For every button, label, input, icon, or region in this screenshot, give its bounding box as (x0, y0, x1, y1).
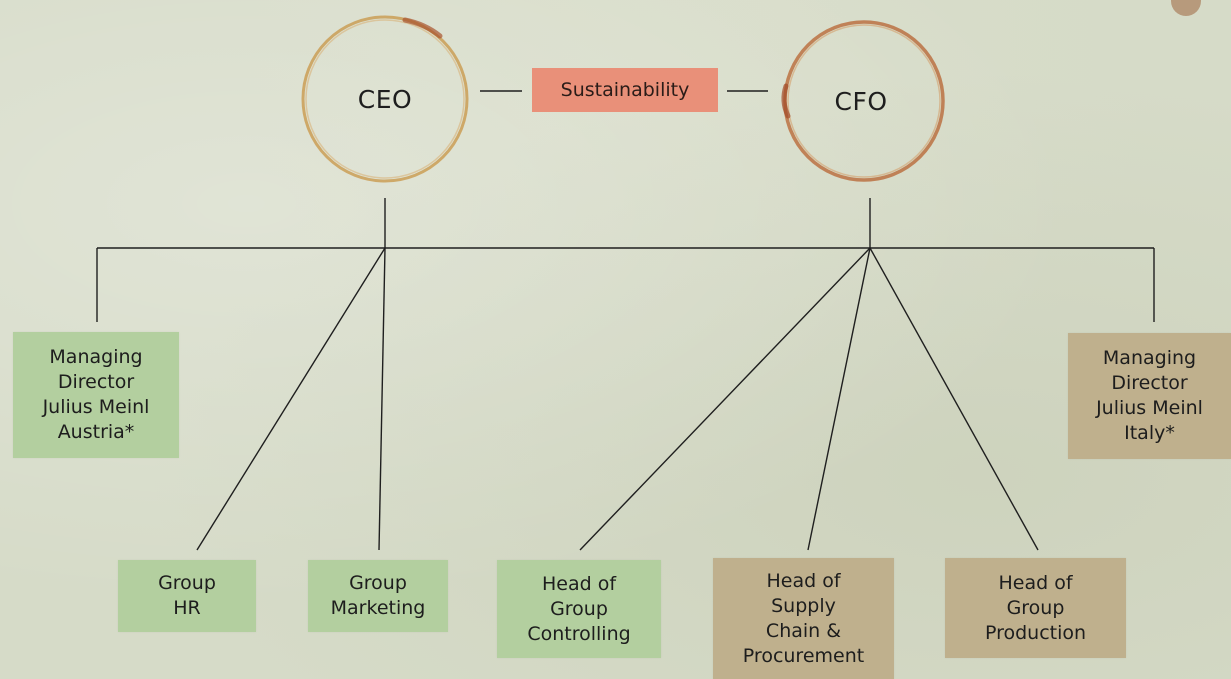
production-line (869, 247, 1039, 551)
md-austria-label: Managing Director Julius Meinl Austria* (42, 346, 150, 443)
brand-logo (1171, 0, 1201, 16)
marketing-line (378, 247, 386, 551)
cfo-node: CFO (776, 16, 946, 186)
head-production-label: Head of Group Production (984, 571, 1087, 644)
coffee-ring-icon (301, 15, 469, 183)
head-supply-label: Head of Supply Chain & Procurement (742, 569, 865, 667)
cfo-label: CFO (834, 86, 888, 116)
head-controlling-label: Head of Group Controlling (527, 572, 631, 645)
group-hr-label: Group HR (158, 572, 216, 619)
group-hr-box: Group HR (118, 560, 256, 632)
group-marketing-label: Group Marketing (330, 572, 426, 619)
sustainability-box: Sustainability (532, 68, 718, 112)
coffee-ring-icon (781, 20, 945, 182)
head-production-box: Head of Group Production (945, 558, 1126, 658)
head-supply-box: Head of Supply Chain & Procurement (713, 558, 894, 679)
md-italy-box: Managing Director Julius Meinl Italy* (1068, 333, 1231, 459)
head-controlling-box: Head of Group Controlling (497, 560, 661, 658)
md-italy-label: Managing Director Julius Meinl Italy* (1096, 347, 1203, 444)
sustainability-label: Sustainability (560, 79, 690, 101)
hr-line (196, 247, 386, 551)
controlling-line (579, 247, 871, 551)
ceo-node: CEO (300, 14, 470, 184)
md-austria-box: Managing Director Julius Meinl Austria* (13, 332, 179, 458)
group-marketing-box: Group Marketing (308, 560, 448, 632)
ceo-label: CEO (357, 84, 413, 114)
supply-line (807, 247, 871, 551)
